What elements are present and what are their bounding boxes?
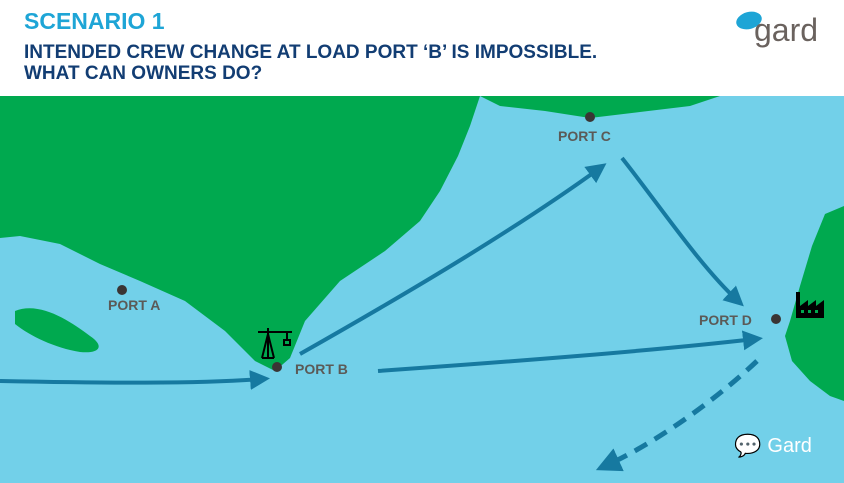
land-west: [0, 96, 480, 371]
gard-logo: gard: [734, 8, 824, 54]
logo-text: gard: [754, 12, 819, 48]
port-c-label: PORT C: [558, 128, 611, 144]
route-d-dashed: [595, 359, 759, 472]
map: [0, 96, 844, 483]
watermark-text: Gard: [767, 434, 812, 457]
scenario-subtitle: INTENDED CREW CHANGE AT LOAD PORT ‘B’ IS…: [24, 42, 744, 84]
wechat-icon: 💬: [734, 433, 762, 458]
port-b-label: PORT B: [295, 361, 348, 377]
crane-icon: [258, 328, 292, 359]
factory-icon: [796, 292, 824, 318]
port-b-marker: [272, 362, 282, 372]
route-to-port-b: [0, 369, 270, 390]
land-north: [480, 96, 720, 118]
port-d-label: PORT D: [699, 312, 752, 328]
port-d-marker: [771, 314, 781, 324]
subtitle-line-2: WHAT CAN OWNERS DO?: [24, 63, 263, 84]
watermark: 💬Gard: [734, 433, 812, 459]
scenario-title: SCENARIO 1: [24, 8, 165, 34]
subtitle-line-1: INTENDED CREW CHANGE AT LOAD PORT ‘B’ IS…: [24, 42, 598, 63]
route-b-to-c: [299, 163, 607, 356]
island: [15, 308, 99, 353]
route-c-to-d: [620, 156, 744, 307]
route-b-to-d: [377, 330, 763, 373]
port-a-marker: [117, 285, 127, 295]
port-a-label: PORT A: [108, 297, 161, 313]
port-c-marker: [585, 112, 595, 122]
